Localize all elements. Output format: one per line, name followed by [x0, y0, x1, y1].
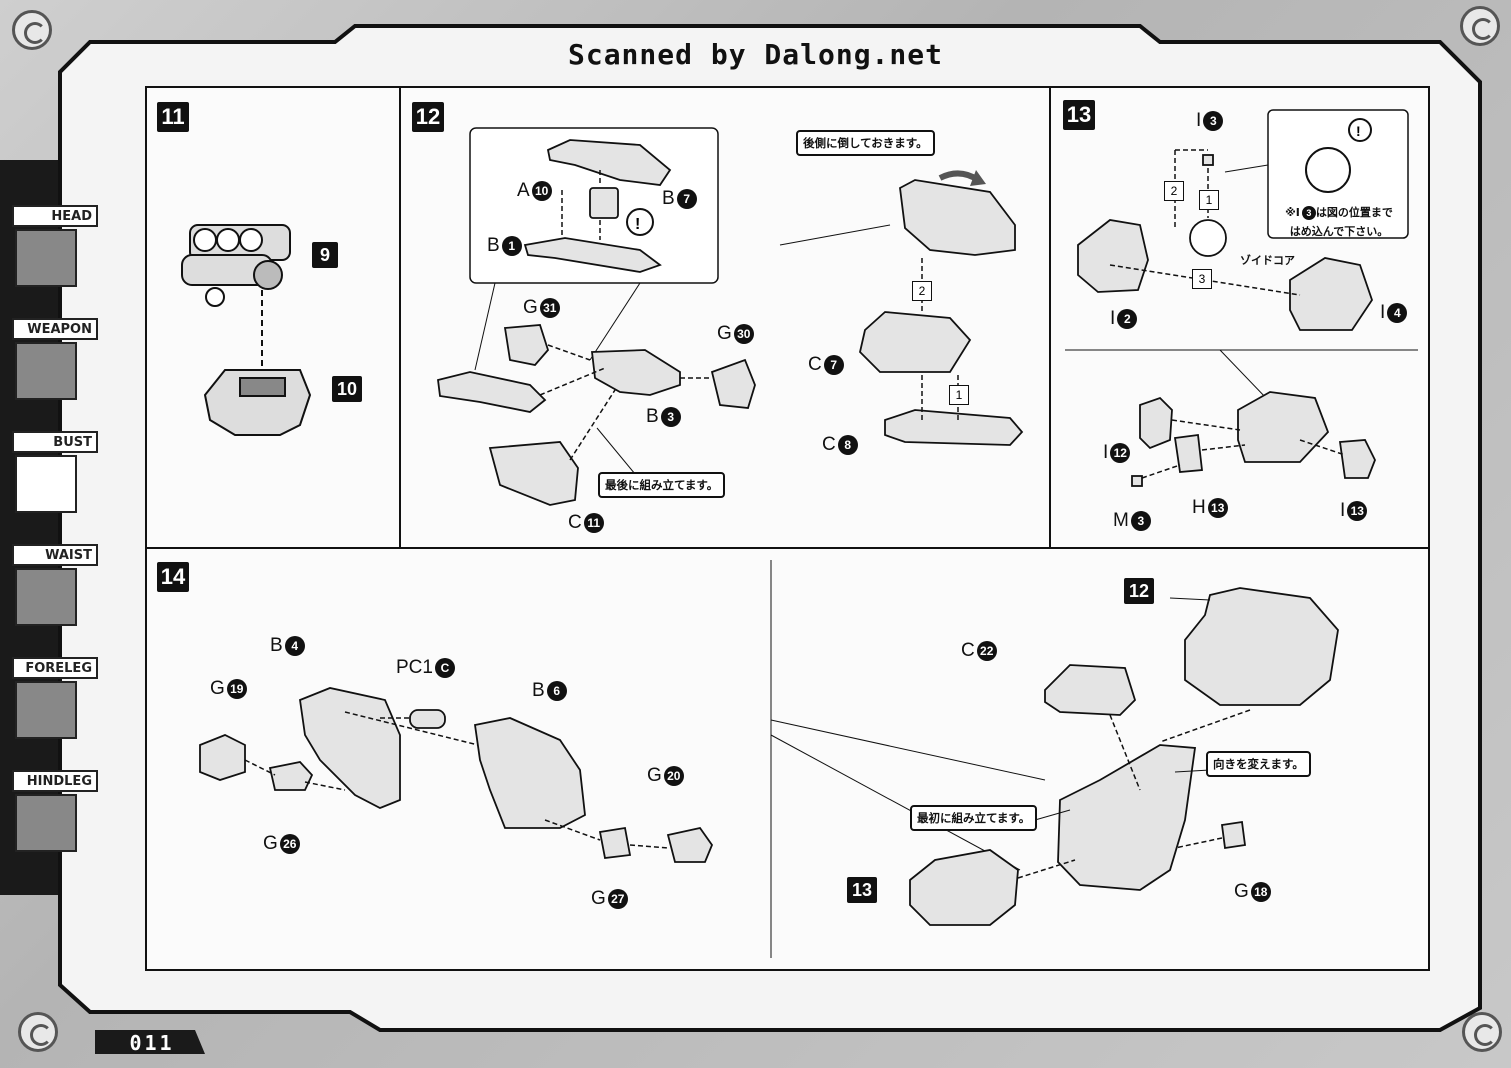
head-icon	[15, 229, 77, 287]
sidebar-tab-bust[interactable]: BUST	[0, 431, 100, 519]
step-number: 12	[412, 102, 444, 132]
part-ref: 9	[312, 242, 338, 268]
sidebar-tab-label: FORELEG	[12, 657, 98, 679]
hindleg-icon	[15, 794, 77, 852]
sidebar-tab-label: HEAD	[12, 205, 98, 227]
sidebar-tab-weapon[interactable]: WEAPON	[0, 318, 100, 406]
instruction-callout: 後側に倒しておきます。	[796, 130, 935, 156]
instruction-callout: 向きを変えます。	[1206, 751, 1311, 777]
corner-logo-icon	[1460, 6, 1500, 46]
sidebar-tab-label: WEAPON	[12, 318, 98, 340]
step11-head-part	[181, 224, 291, 307]
part-ref: 10	[332, 376, 362, 402]
sidebar-tab-foreleg[interactable]: FORELEG	[0, 657, 100, 745]
waist-icon	[15, 568, 77, 626]
svg-text:!: !	[1356, 123, 1361, 139]
order-number: 2	[1164, 181, 1184, 201]
corner-logo-icon	[18, 1012, 58, 1052]
sidebar-tab-hindleg[interactable]: HINDLEG	[0, 770, 100, 858]
order-number: 3	[1192, 269, 1212, 289]
bust-icon	[15, 455, 77, 513]
corner-logo-icon	[12, 10, 52, 50]
order-number: 1	[1199, 190, 1219, 210]
sidebar-tab-label: HINDLEG	[12, 770, 98, 792]
svg-text:!: !	[635, 216, 640, 233]
part-ref: 12	[1124, 578, 1154, 604]
sidebar-tab-label: WAIST	[12, 544, 98, 566]
part-ref: 13	[847, 877, 877, 903]
zoid-core-label: ゾイドコア	[1240, 254, 1295, 267]
instruction-callout: 最初に組み立てます。	[910, 805, 1038, 831]
weapon-icon	[15, 342, 77, 400]
corner-logo-icon	[1462, 1012, 1502, 1052]
step-number: 11	[157, 102, 189, 132]
sidebar-tab-waist[interactable]: WAIST	[0, 544, 100, 632]
step-number: 14	[157, 562, 189, 592]
step11-body-part	[203, 369, 312, 436]
order-number: 1	[949, 385, 969, 405]
watermark-title: Scanned by Dalong.net	[567, 38, 943, 71]
sidebar-tab-label: BUST	[12, 431, 98, 453]
foreleg-icon	[15, 681, 77, 739]
order-number: 2	[912, 281, 932, 301]
instruction-callout: 最後に組み立てます。	[598, 472, 726, 498]
step-number: 13	[1063, 100, 1095, 130]
page-number: 011	[129, 1031, 175, 1055]
sidebar-tab-head[interactable]: HEAD	[0, 205, 100, 293]
